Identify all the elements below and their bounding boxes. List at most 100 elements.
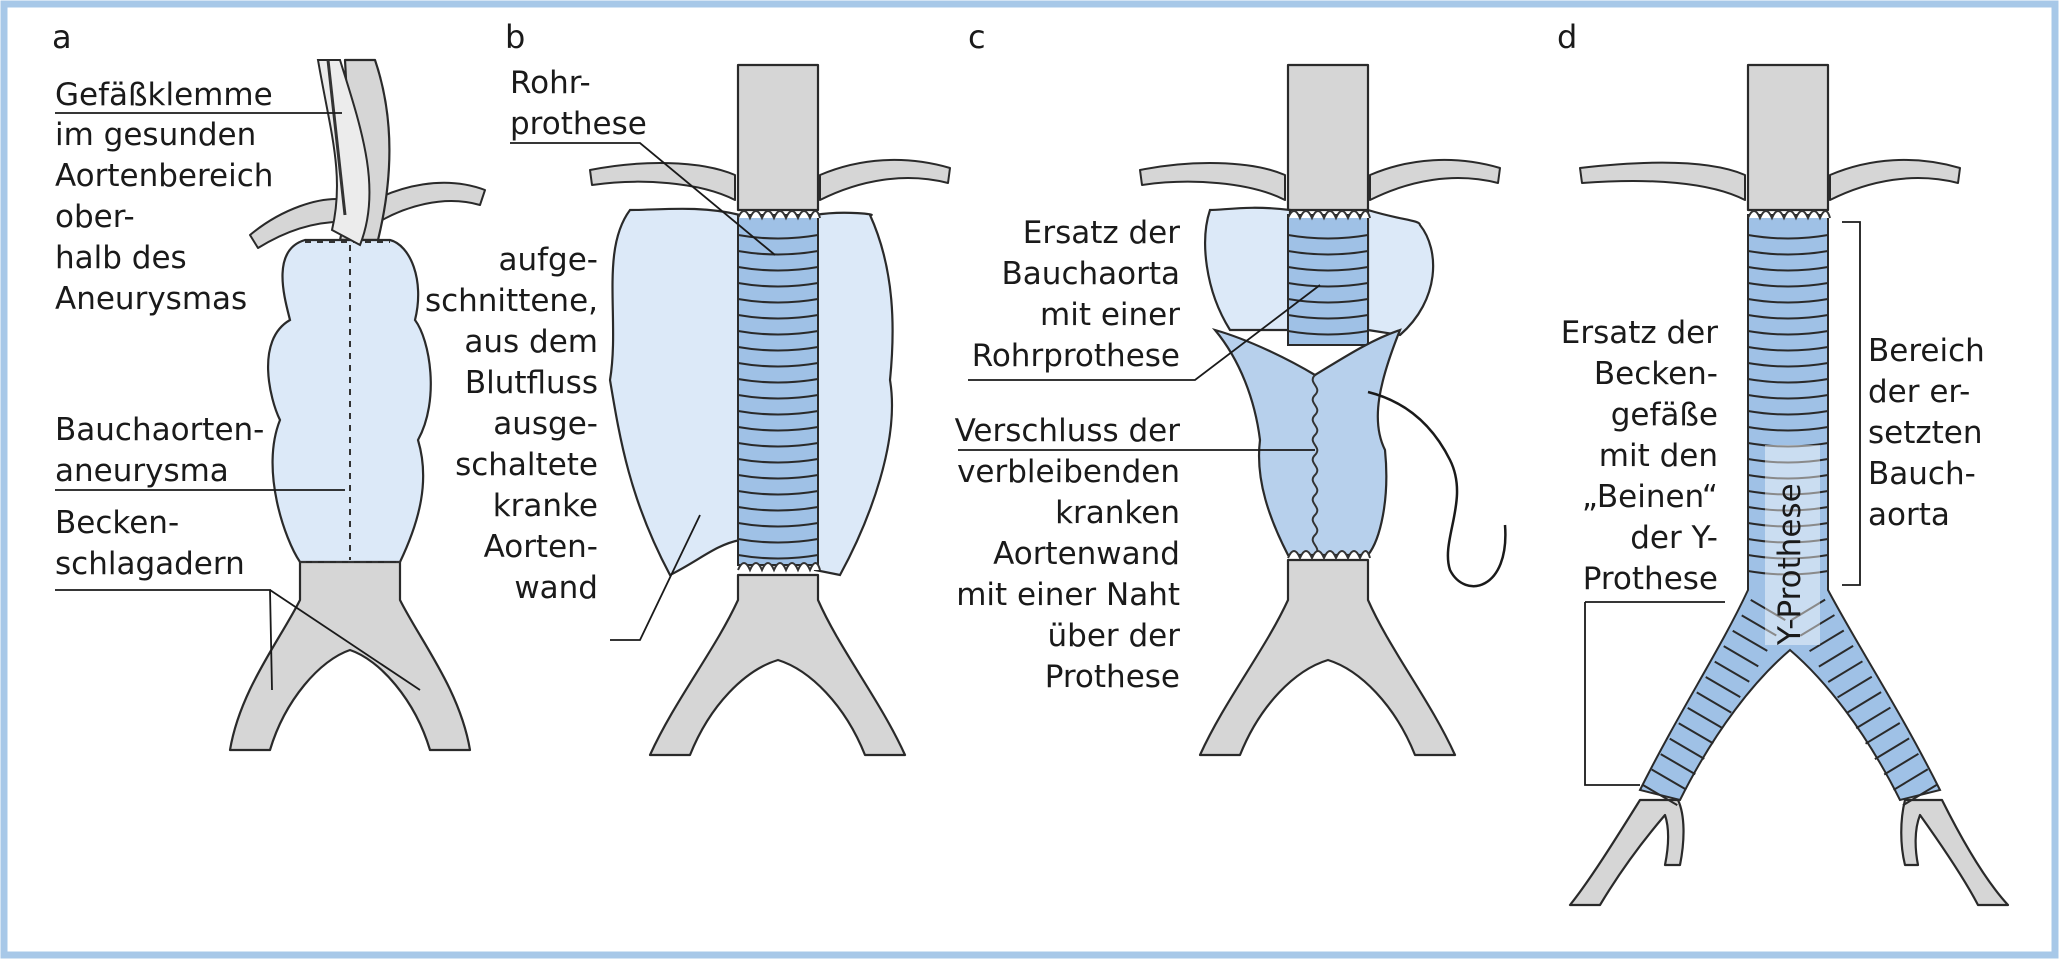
graft-leg-ring [1827, 660, 1863, 683]
graft-ring [1747, 490, 1829, 496]
graft-ring [1747, 314, 1829, 320]
panel-b-lower-aorta [648, 573, 907, 757]
panel-d-graft-rings [1642, 234, 1938, 807]
graft-ring [1747, 378, 1829, 384]
panel-b-wall-label-3: aus dem [464, 324, 598, 360]
panel-b-wall-label-5: ausge- [493, 406, 598, 442]
graft-leg-ring [1750, 599, 1786, 621]
panel-c-graft-rings [1287, 234, 1369, 336]
panel-d-right-iliac-stump [1900, 798, 2010, 907]
graft-ring [1747, 538, 1829, 544]
panel-b-upper-suture [737, 210, 821, 221]
panel-d-pelvic-label-6: der Y- [1630, 520, 1718, 556]
panel-b-graft [737, 214, 819, 566]
panel-b-wall-left [608, 207, 742, 577]
panel-c-closure-label-1: Verschluss der [955, 413, 1181, 449]
graft-ring [737, 538, 819, 544]
panel-c-left-branch [1139, 162, 1286, 201]
panel-a-clamp-label-4: ober- [55, 199, 135, 235]
panel-c-replace-label-4: Rohrprothese [972, 338, 1180, 374]
graft-ring [1287, 282, 1369, 288]
panel-a-clamp-jaw [326, 59, 347, 216]
graft-ring [737, 458, 819, 464]
graft-leg-ring [1723, 645, 1759, 668]
panel-a-iliac-leader-left [55, 589, 273, 691]
panel-a-letter: a [52, 18, 72, 56]
panel-b-upper-aorta [736, 63, 820, 212]
graft-ring [1747, 282, 1829, 288]
panel-d: d Ersatz der Becken- gefäße mit den „Bei… [1557, 18, 2010, 907]
panel-b-wall-label-9: wand [514, 570, 598, 606]
panel-c-replace-label-3: mit einer [1040, 297, 1180, 333]
graft-ring [1287, 298, 1369, 304]
panel-d-left-branch [1579, 161, 1746, 201]
panel-d-pelvic-label-4: mit den [1599, 438, 1718, 474]
panel-d-yprosthesis-label: Y-Prothese [1772, 483, 1808, 646]
graft-ring [737, 490, 819, 496]
panel-b: b Rohr- prothese aufge- schnittene, aus … [425, 18, 951, 757]
panel-d-y-graft [1638, 214, 1942, 802]
panel-d-pelvic-label-7: Prothese [1583, 561, 1718, 597]
graft-ring [737, 314, 819, 320]
panel-d-region-label-4: Bauch- [1868, 456, 1976, 492]
panel-c-closed-wall [1211, 327, 1402, 557]
graft-ring [1747, 250, 1829, 256]
panel-b-wall-right [813, 211, 894, 577]
graft-ring [737, 330, 819, 336]
panel-b-left-branch [589, 162, 736, 201]
panel-a-clamp-label-2: im gesunden [55, 117, 256, 153]
graft-leg-ring [1651, 768, 1687, 791]
panel-d-pelvic-label-1: Ersatz der [1561, 315, 1719, 351]
panel-a-iliac-label-1: Becken- [55, 505, 179, 541]
panel-c-replace-label-1: Ersatz der [1023, 215, 1181, 251]
panel-d-region-bracket [1842, 221, 1861, 586]
panel-b-wall-label-1: aufge- [499, 242, 599, 278]
graft-ring [1747, 394, 1829, 400]
panel-c-upper-aorta [1286, 63, 1370, 212]
panel-c-lower-aorta [1198, 558, 1457, 757]
graft-leg-ring [1799, 614, 1835, 637]
panel-a-clamp-label-5: halb des [55, 240, 187, 276]
graft-ring [1747, 266, 1829, 272]
panel-d-region-label-1: Bereich [1868, 333, 1985, 369]
panel-c-letter: c [968, 18, 986, 56]
graft-ring [737, 234, 819, 240]
graft-ring [1747, 570, 1829, 576]
graft-leg-ring [1818, 645, 1854, 668]
graft-ring [1747, 234, 1829, 240]
graft-ring [1747, 298, 1829, 304]
graft-leg-ring [1865, 722, 1901, 745]
graft-ring [1747, 506, 1829, 512]
graft-ring [1747, 554, 1829, 560]
graft-leg-ring [1687, 706, 1723, 729]
panel-c-flap-left [1204, 206, 1292, 332]
graft-ring [737, 250, 819, 256]
graft-ring [737, 362, 819, 368]
panel-c-closure-suture [1311, 374, 1319, 556]
panel-d-upper-suture [1747, 210, 1831, 221]
panel-d-letter: d [1557, 18, 1577, 56]
panel-a: a Gefäßklemme im gesunden Aortenbereich … [52, 18, 486, 752]
graft-leg-ring [1902, 783, 1938, 807]
panel-a-clamp-label-6: Aneurysmas [55, 281, 247, 317]
panel-d-pelvic-label-5: „Beinen“ [1582, 479, 1718, 515]
graft-ring [1747, 474, 1829, 480]
graft-ring [737, 522, 819, 528]
panel-c-flap-right [1366, 208, 1435, 337]
graft-ring [737, 266, 819, 272]
panel-c-closure-label-4: Aortenwand [993, 536, 1180, 572]
panel-c-replace-label-2: Bauchaorta [1002, 256, 1180, 292]
graft-ring [1287, 250, 1369, 256]
panel-c-closure-label-3: kranken [1055, 495, 1180, 531]
panel-c-closure-label-7: Prothese [1045, 659, 1180, 695]
panel-b-wall-label-2: schnittene, [425, 283, 598, 319]
panel-a-iliac-label-2: schlagadern [55, 546, 245, 582]
panel-b-wall-label-6: schaltete [455, 447, 598, 483]
panel-c-lower-suture [1287, 550, 1371, 561]
graft-ring [737, 410, 819, 416]
graft-ring [1287, 330, 1369, 336]
panel-c-graft [1287, 214, 1369, 346]
graft-ring [737, 426, 819, 432]
